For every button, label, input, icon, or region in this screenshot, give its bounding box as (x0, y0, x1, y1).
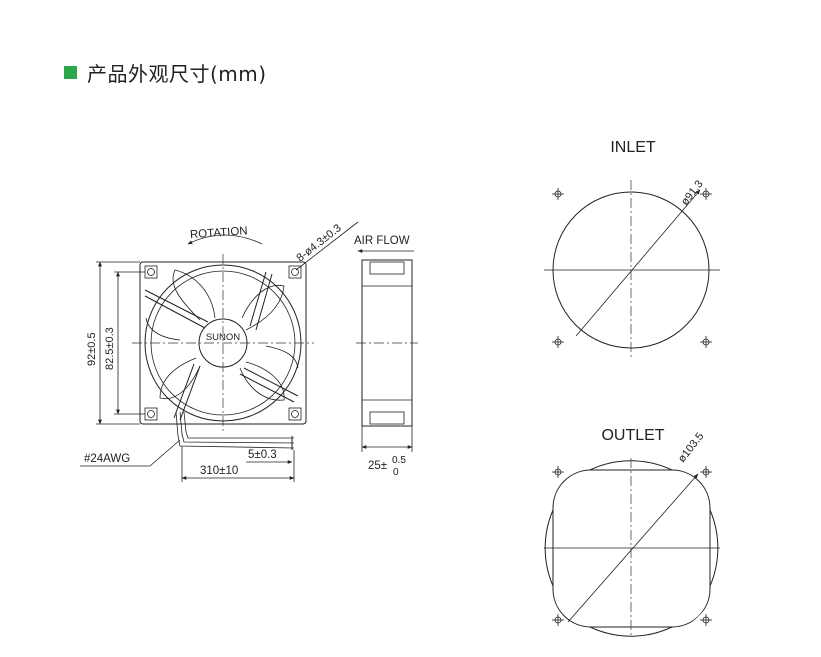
cable-length-label: 310±10 (200, 465, 238, 477)
thickness-upper-tol: 0.5 (392, 455, 406, 466)
rotation-label: ROTATION (190, 225, 248, 241)
thickness-lower-tol: 0 (393, 467, 399, 478)
section-header: 产品外观尺寸(mm) (64, 58, 267, 86)
fan-blades (145, 269, 299, 401)
hole-leader-line (295, 221, 359, 271)
outlet-hole-markers (552, 466, 712, 626)
wire-gauge-leader (149, 439, 181, 467)
inlet-diameter-label: ø91.3 (679, 178, 706, 208)
mounting-holes (144, 265, 302, 421)
outlet-shape (552, 469, 711, 628)
height-inner-label: 82.5±0.3 (104, 327, 116, 370)
front-view: ROTATION 8-ø4.3±0.3 (80, 221, 359, 482)
height-outer-label: 92±0.5 (86, 332, 98, 366)
green-square-icon (64, 65, 77, 79)
wire-bundle (175, 411, 295, 450)
airflow-label: AIR FLOW (354, 235, 410, 247)
thickness-label: 25± (368, 460, 387, 472)
hole-spec-label: 8-ø4.3±0.3 (294, 222, 343, 264)
inlet-diameter-line (575, 189, 701, 337)
hub-brand-label: SUNON (206, 332, 240, 343)
wire-gauge-label: #24AWG (84, 453, 130, 465)
frame-struts (144, 271, 299, 421)
height-dimensions (96, 261, 145, 425)
inlet-view: INLET ø91.3 (544, 139, 720, 358)
rotation-arrow (187, 234, 263, 245)
side-view: AIR FLOW 25± 0.5 0 (354, 235, 418, 478)
section-title: 产品外观尺寸(mm) (87, 61, 267, 86)
outlet-diameter-line (567, 473, 699, 623)
inlet-title: INLET (610, 139, 656, 156)
outlet-view: OUTLET ø103.5 (544, 427, 720, 638)
outlet-arcs (544, 460, 719, 637)
outlet-diameter-label: ø103.5 (676, 430, 707, 464)
inlet-hole-markers (552, 188, 712, 348)
strip-length-label: 5±0.3 (248, 449, 277, 461)
outlet-title: OUTLET (601, 427, 664, 444)
